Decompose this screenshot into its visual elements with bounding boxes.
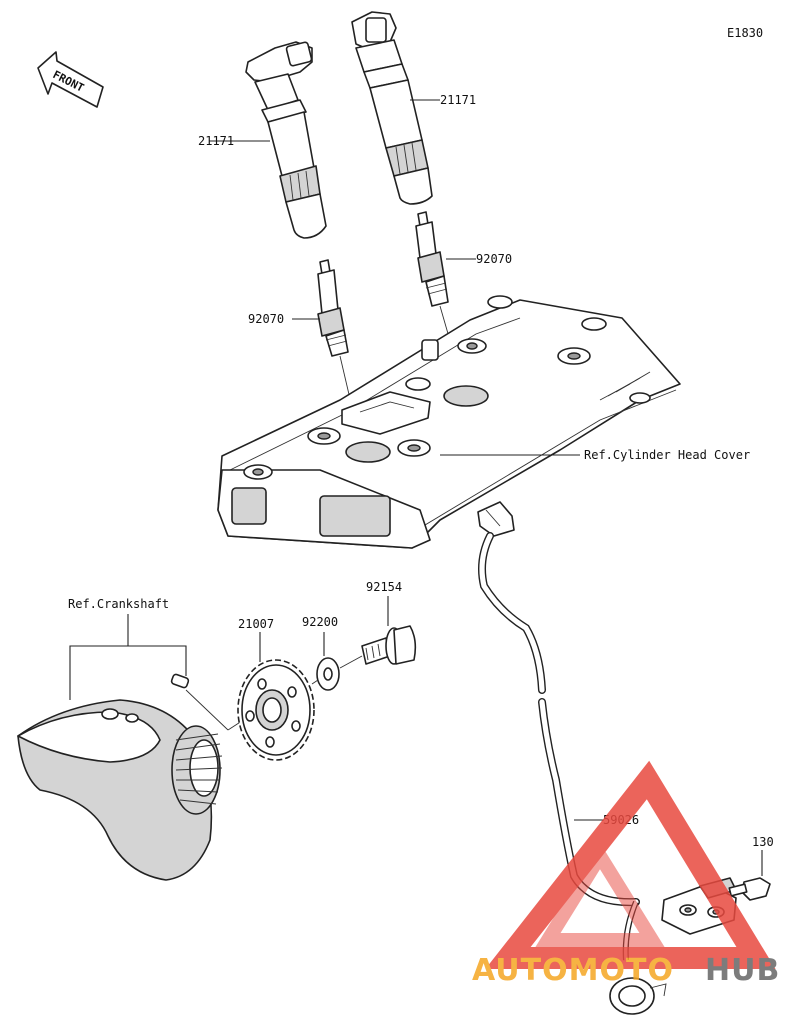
spark-plug-right xyxy=(415,211,476,307)
label-bolt-pickup: 130 xyxy=(752,835,774,849)
diagram-code: E1830 xyxy=(727,26,763,40)
watermark-text-primary: AUTOMOTO xyxy=(472,953,674,988)
front-arrow-icon: FRONT xyxy=(37,51,104,108)
ignition-coil-left xyxy=(209,41,327,239)
label-plug-right: 92070 xyxy=(476,252,512,266)
crankshaft xyxy=(17,614,263,881)
label-rotor-bolt: 92154 xyxy=(366,580,402,594)
cylinder-head-cover xyxy=(217,295,681,549)
spark-plug-left xyxy=(292,259,349,357)
label-coil-right: 21171 xyxy=(440,93,476,107)
ignition-coil-right xyxy=(351,11,440,205)
label-coil-left: 21171 xyxy=(198,134,234,148)
washer xyxy=(316,632,340,691)
label-plug-left: 92070 xyxy=(248,312,284,326)
label-washer: 92200 xyxy=(302,615,338,629)
pickup-coil-assembly xyxy=(477,501,737,1015)
label-ref-head-cover: Ref.Cylinder Head Cover xyxy=(584,448,750,462)
timing-rotor xyxy=(237,632,315,761)
bolt-pickup xyxy=(728,850,771,901)
label-ref-crankshaft: Ref.Crankshaft xyxy=(68,597,169,611)
watermark-text-secondary: HUB xyxy=(705,953,780,988)
watermark: AUTOMOTO HUB xyxy=(472,760,780,988)
label-rotor: 21007 xyxy=(238,617,274,631)
rotor-bolt xyxy=(361,596,417,665)
watermark-triangle-icon xyxy=(485,760,776,969)
